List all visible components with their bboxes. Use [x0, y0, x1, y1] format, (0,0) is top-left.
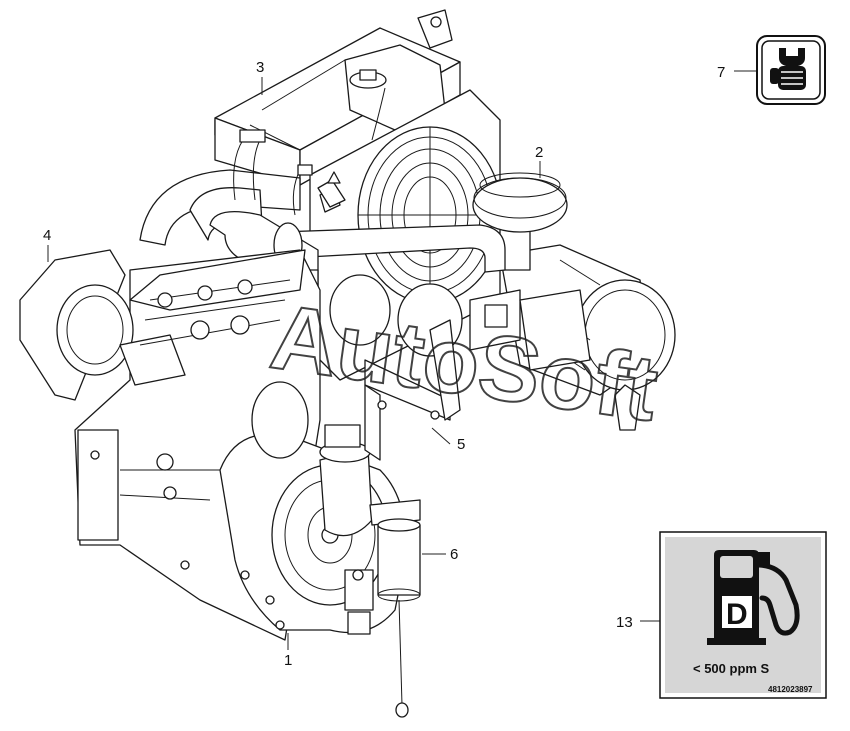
fuel-pump-icon [707, 550, 800, 645]
bracket [364, 319, 461, 461]
callout-label: 7 [717, 64, 725, 81]
pre-cleaner-cap [472, 172, 568, 271]
callouts: 3 2 4 5 6 1 7 13 [43, 59, 758, 669]
hoses [233, 129, 313, 216]
callout-1[interactable]: 1 [284, 633, 292, 669]
fuel-type-letter: D [726, 598, 748, 631]
callout-7[interactable]: 7 [717, 64, 758, 81]
callout-label: 5 [457, 436, 465, 453]
sulfur-limit-text: < 500 ppm S [693, 661, 770, 676]
oil-filter [251, 381, 373, 537]
fuel-filter [369, 499, 421, 718]
callout-label: 3 [256, 59, 264, 76]
engine-block [19, 249, 321, 641]
fuel-decal: D < 500 ppm S 4812023897 [659, 531, 827, 699]
callout-label: 2 [535, 144, 543, 161]
starter-motor [344, 569, 374, 635]
callout-2[interactable]: 2 [535, 144, 543, 178]
warning-triangle-icon [327, 171, 341, 184]
callout-label: 6 [450, 546, 458, 563]
callout-4[interactable]: 4 [43, 227, 51, 262]
service-decal [756, 35, 826, 105]
engine-illustration [19, 9, 676, 718]
callout-13[interactable]: 13 [616, 614, 660, 631]
turbo-area [329, 274, 591, 371]
callout-3[interactable]: 3 [256, 59, 264, 95]
decal-part-number: 4812023897 [768, 685, 813, 694]
wrench-hand-icon [770, 48, 806, 90]
callout-label: 13 [616, 614, 633, 631]
callout-label: 1 [284, 652, 292, 669]
callout-6[interactable]: 6 [422, 546, 458, 563]
callout-5[interactable]: 5 [431, 427, 465, 453]
callout-label: 4 [43, 227, 51, 244]
expansion-tank [214, 9, 461, 186]
